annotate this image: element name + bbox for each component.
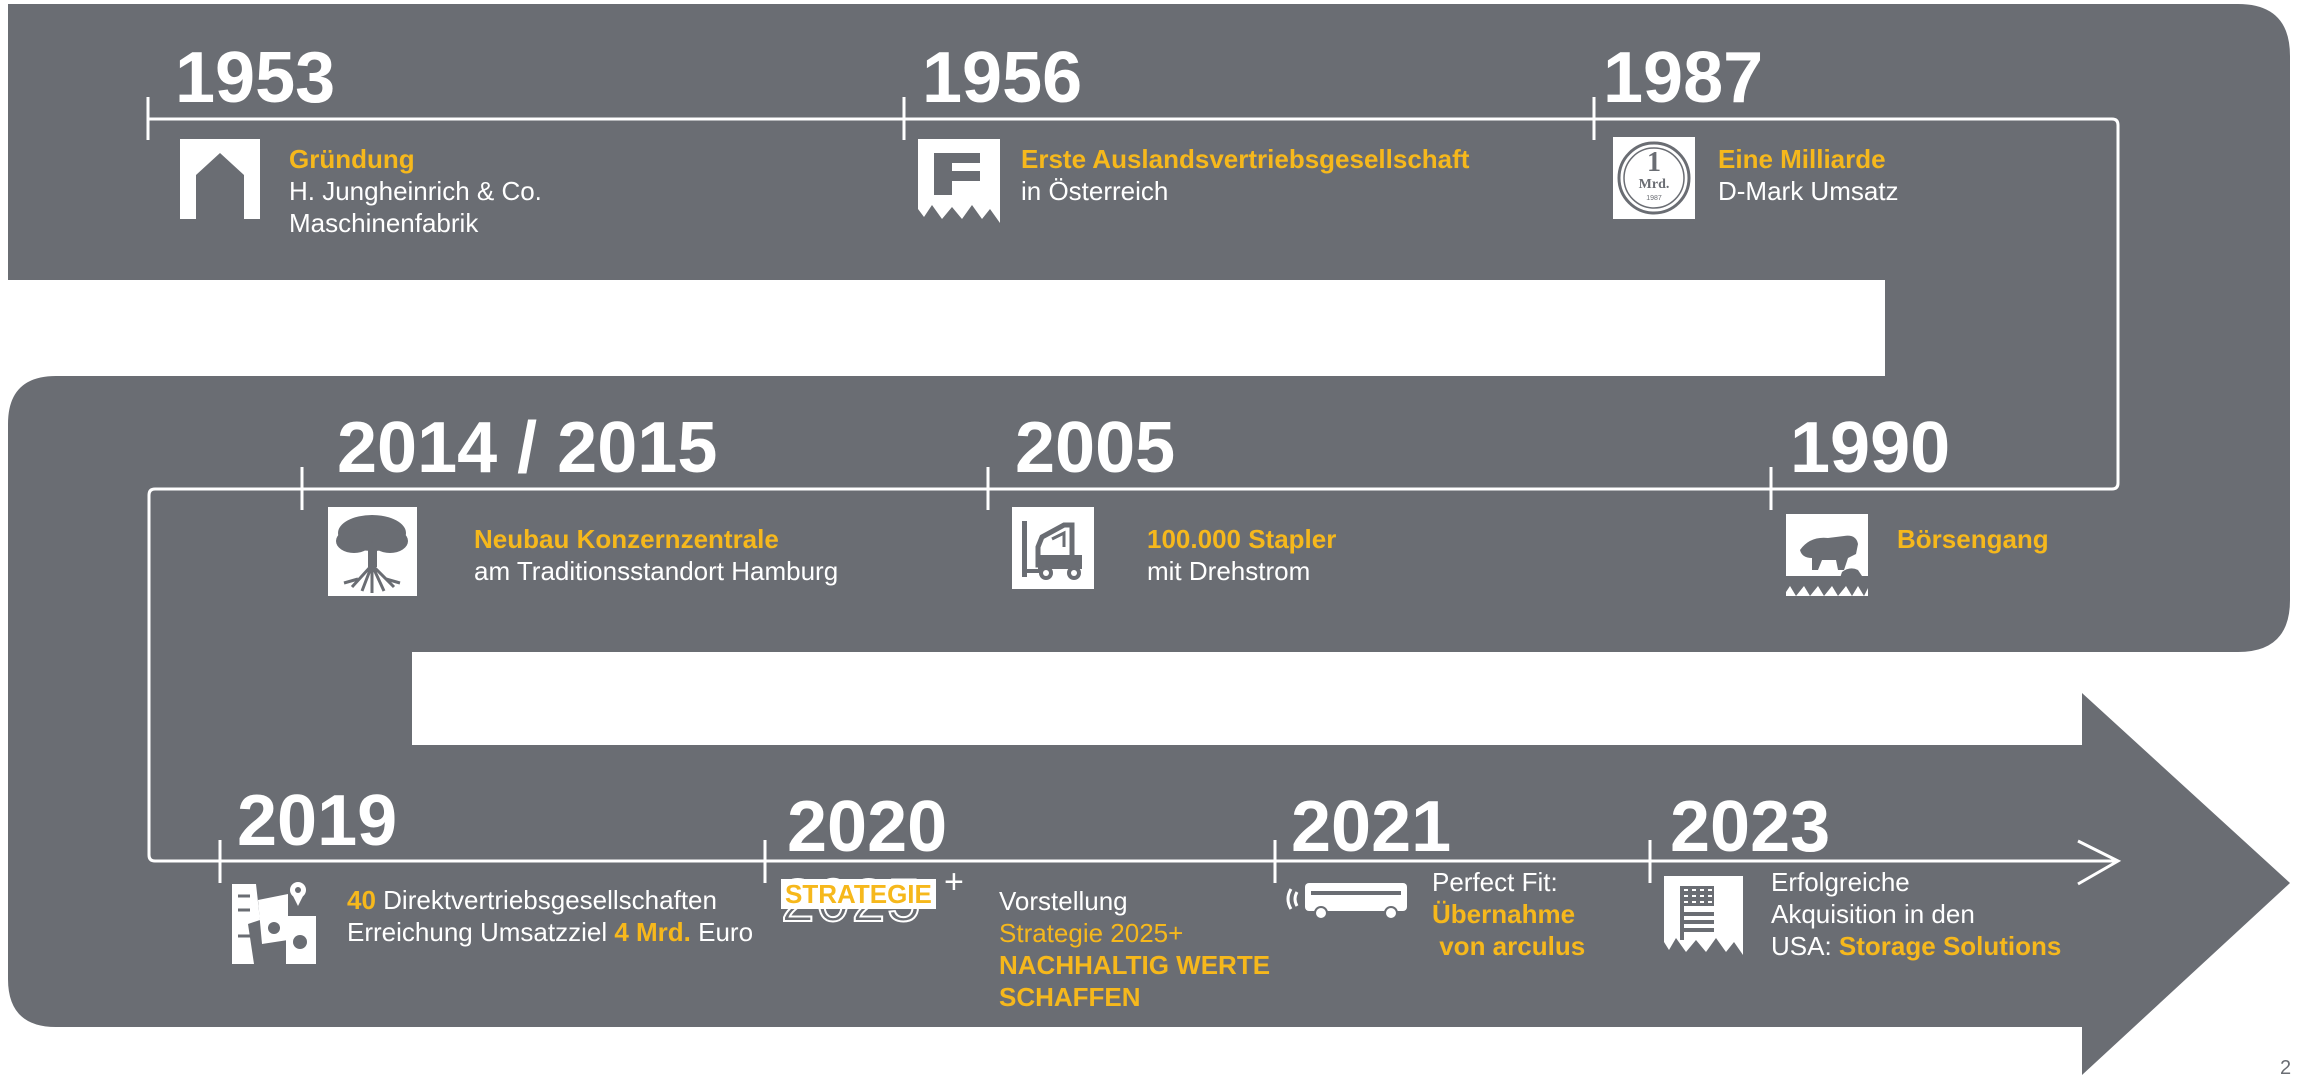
year-2020: 2020 (787, 787, 948, 867)
milestone-2020-line3: NACHHALTIG WERTE (999, 950, 1271, 980)
milestone-1953-text: Gründung H. Jungheinrich & Co. Maschinen… (289, 143, 542, 239)
year-1987: 1987 (1603, 38, 1764, 118)
year-2014-2015: 2014 / 2015 (337, 408, 718, 488)
milestone-1953-line3: Maschinenfabrik (289, 208, 479, 238)
milestone-2023-line1: Erfolgreiche (1771, 867, 1910, 897)
usa-flag-icon (1664, 876, 1743, 955)
milestone-2020-line1: Vorstellung (999, 886, 1128, 916)
milestone-2014-line2: am Traditionsstandort Hamburg (474, 556, 839, 586)
logo-word: STRATEGIE (781, 879, 936, 909)
milestone-1956-line2: in Österreich (1021, 176, 1169, 206)
milestone-2021-line1: Perfect Fit: (1432, 867, 1558, 897)
year-1953: 1953 (175, 38, 336, 118)
milestone-2014-headline: Neubau Konzernzentrale (474, 524, 779, 554)
milestone-2020-text: Vorstellung Strategie 2025+ NACHHALTIG W… (999, 885, 1270, 1013)
timeline-arrowhead (2077, 839, 2122, 886)
milestone-2019-line2: Erreichung Umsatzziel 4 Mrd. Euro (347, 916, 753, 948)
milestone-2023-line3-a: USA: (1771, 931, 1839, 961)
milestone-1990-headline: Börsengang (1897, 524, 2049, 554)
milestone-2023-text: Erfolgreiche Akquisition in den USA: Sto… (1771, 866, 2061, 962)
one-billion-coin-icon: 1 Mrd. 1987 (1613, 137, 1695, 219)
band-shape (8, 4, 2290, 1075)
factory-roof-icon (180, 139, 260, 219)
milestone-2005-text: 100.000 Stapler mit Drehstrom (1147, 523, 1336, 587)
timeline-line (147, 117, 2120, 863)
milestone-2021-line2: Übernahme (1432, 899, 1576, 929)
milestone-2020-line2: Strategie 2025+ (999, 918, 1184, 948)
year-2019: 2019 (237, 781, 398, 861)
year-ticks (146, 97, 1773, 883)
page-number: 2 (2280, 1057, 2292, 1079)
year-1990: 1990 (1790, 408, 1951, 488)
milestone-1987-line2: D-Mark Umsatz (1718, 176, 1899, 206)
milestone-1953-headline: Gründung (289, 144, 415, 174)
strategie-2025-logo: 2025 STRATEGIE + (780, 865, 968, 932)
milestone-1956-headline: Erste Auslandsvertriebsgesellschaft (1021, 144, 1470, 174)
milestone-1956-text: Erste Auslandsvertriebsgesellschaft in Ö… (1021, 143, 1469, 207)
forklift-icon (1012, 507, 1094, 589)
shuttle-vehicle-icon (1286, 883, 1407, 920)
milestone-2023-line2: Akquisition in den (1771, 899, 1975, 929)
coin-digit: 1 (1647, 147, 1661, 178)
milestone-1990-text: Börsengang (1897, 523, 2049, 555)
milestone-1987-headline: Eine Milliarde (1718, 144, 1886, 174)
milestone-2023-line3: USA: Storage Solutions (1771, 930, 2061, 962)
year-2005: 2005 (1015, 408, 1176, 488)
austria-flag-icon (918, 139, 1000, 223)
year-2023: 2023 (1670, 787, 1831, 867)
coin-year: 1987 (1646, 195, 1662, 202)
year-2021: 2021 (1291, 787, 1452, 867)
milestone-2019-line2-a: Erreichung Umsatzziel (347, 917, 615, 947)
milestone-2019-target: 4 Mrd. (614, 917, 691, 947)
milestone-2019-line1: 40 Direktvertriebsgesellschaften (347, 884, 753, 916)
milestone-2021-text: Perfect Fit: Übernahme von arculus (1432, 866, 1585, 962)
milestone-2019-count: 40 (347, 885, 376, 915)
milestone-2019-line2-c: Euro (690, 917, 754, 947)
bull-bear-icon (1786, 514, 1868, 596)
tree-icon (328, 507, 417, 596)
milestone-2021-line3: von arculus (1432, 931, 1586, 961)
milestone-2019-text: 40 Direktvertriebsgesellschaften Erreich… (347, 884, 753, 948)
coin-label: Mrd. (1638, 177, 1670, 192)
milestone-2020-line4: SCHAFFEN (999, 982, 1141, 1012)
logo-plus: + (944, 863, 964, 901)
milestone-1987-text: Eine Milliarde D-Mark Umsatz (1718, 143, 1899, 207)
milestone-1953-line2: H. Jungheinrich & Co. (289, 176, 542, 206)
milestone-2019-line1-rest: Direktvertriebsgesellschaften (375, 885, 717, 915)
milestone-2005-line2: mit Drehstrom (1147, 556, 1311, 586)
milestone-2014-text: Neubau Konzernzentrale am Traditionsstan… (474, 523, 838, 587)
milestone-2005-headline: 100.000 Stapler (1147, 524, 1337, 554)
milestone-2023-company: Storage Solutions (1838, 931, 2062, 961)
map-pins-icon (232, 882, 316, 964)
year-1956: 1956 (922, 38, 1083, 118)
